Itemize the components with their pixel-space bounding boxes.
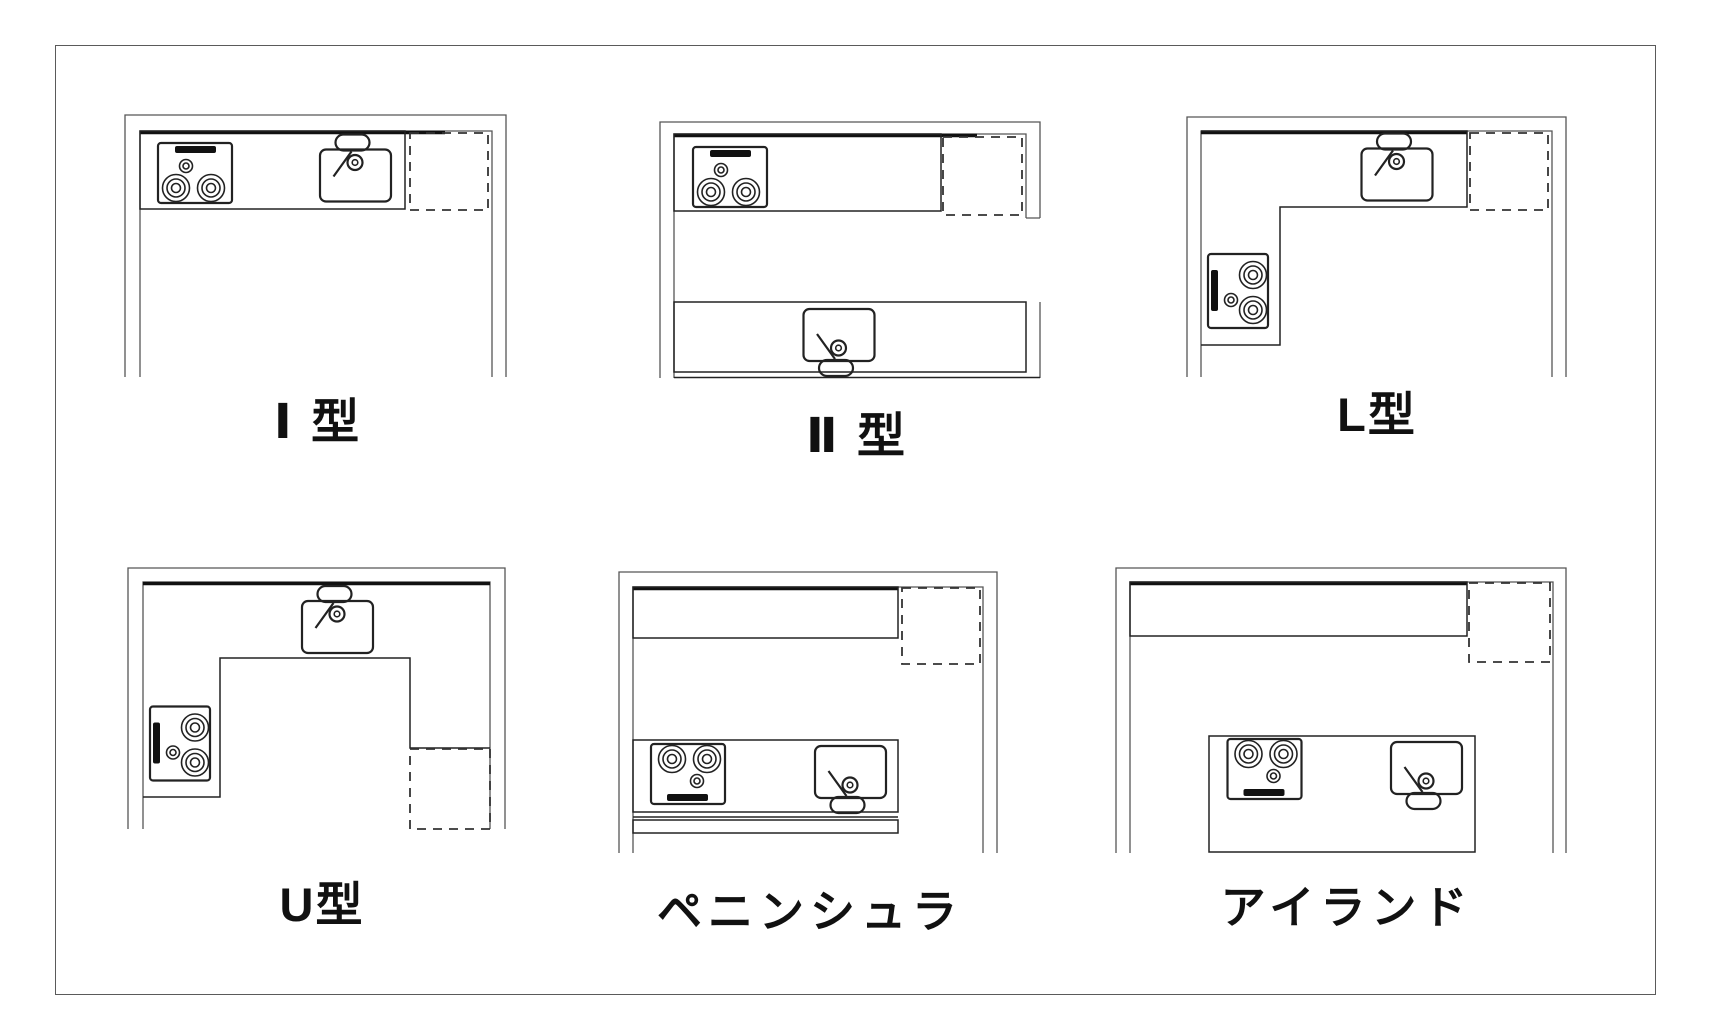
kitchen-diagram-i-type: [124, 114, 507, 377]
sink-icon: [318, 133, 393, 203]
stove-icon: [1206, 252, 1270, 330]
refrigerator-dashed-box: [409, 748, 491, 830]
refrigerator-dashed-box: [1469, 132, 1549, 211]
kitchen-diagram-ii-type: [659, 121, 1041, 379]
counter-back: [1129, 581, 1468, 637]
stove-icon: [156, 141, 234, 205]
refrigerator-dashed-box: [409, 132, 489, 211]
kitchen-diagram-u-type: [127, 567, 506, 830]
figure-border: [55, 45, 1656, 995]
wall-inner-line: [673, 133, 1040, 378]
kitchen-diagram-island: [1115, 567, 1567, 853]
counter-l-shape: [1201, 130, 1468, 346]
sink-icon: [802, 307, 876, 378]
layout-label-i-type: Ⅰ 型: [273, 396, 363, 449]
counter: [139, 130, 406, 210]
stove-icon: [649, 742, 727, 806]
sink-icon: [300, 584, 375, 655]
wall-outer-line: [124, 114, 507, 377]
wall-outer-line: [1186, 116, 1567, 377]
counter-upper: [673, 133, 942, 212]
kitchen-diagram-peninsula: [618, 571, 998, 853]
wall-outer-line: [618, 571, 998, 853]
layout-label-u-type: U型: [279, 878, 365, 931]
wall-outer-line: [1115, 567, 1567, 853]
counter-front-strip: [632, 819, 899, 834]
refrigerator-dashed-box: [1468, 582, 1551, 663]
wall-inner-line: [632, 586, 984, 853]
stove-icon: [148, 705, 212, 782]
wall-outer-line: [127, 567, 506, 829]
sink-icon: [813, 744, 888, 815]
refrigerator-dashed-box: [901, 587, 981, 665]
layout-label-l-type: L型: [1337, 388, 1417, 441]
kitchen-diagram-l-type: [1186, 116, 1567, 377]
layout-label-peninsula: ペニンシュラ: [656, 886, 964, 937]
stove-icon: [691, 145, 769, 209]
layout-label-island: アイランド: [1220, 882, 1474, 933]
peninsula-counter: [632, 739, 899, 813]
island-counter: [1208, 735, 1476, 853]
counter-u-shape: [143, 657, 490, 798]
wall-outer-line: [659, 121, 1041, 378]
sink-icon: [1389, 740, 1464, 811]
counter-lower: [673, 301, 1027, 373]
sink-icon: [1360, 132, 1434, 202]
refrigerator-dashed-box: [942, 136, 1023, 216]
wall-inner-line: [1129, 581, 1554, 853]
layout-label-ii-type: Ⅱ 型: [806, 410, 908, 463]
counter-back: [632, 586, 899, 639]
stove-icon: [1226, 737, 1303, 801]
